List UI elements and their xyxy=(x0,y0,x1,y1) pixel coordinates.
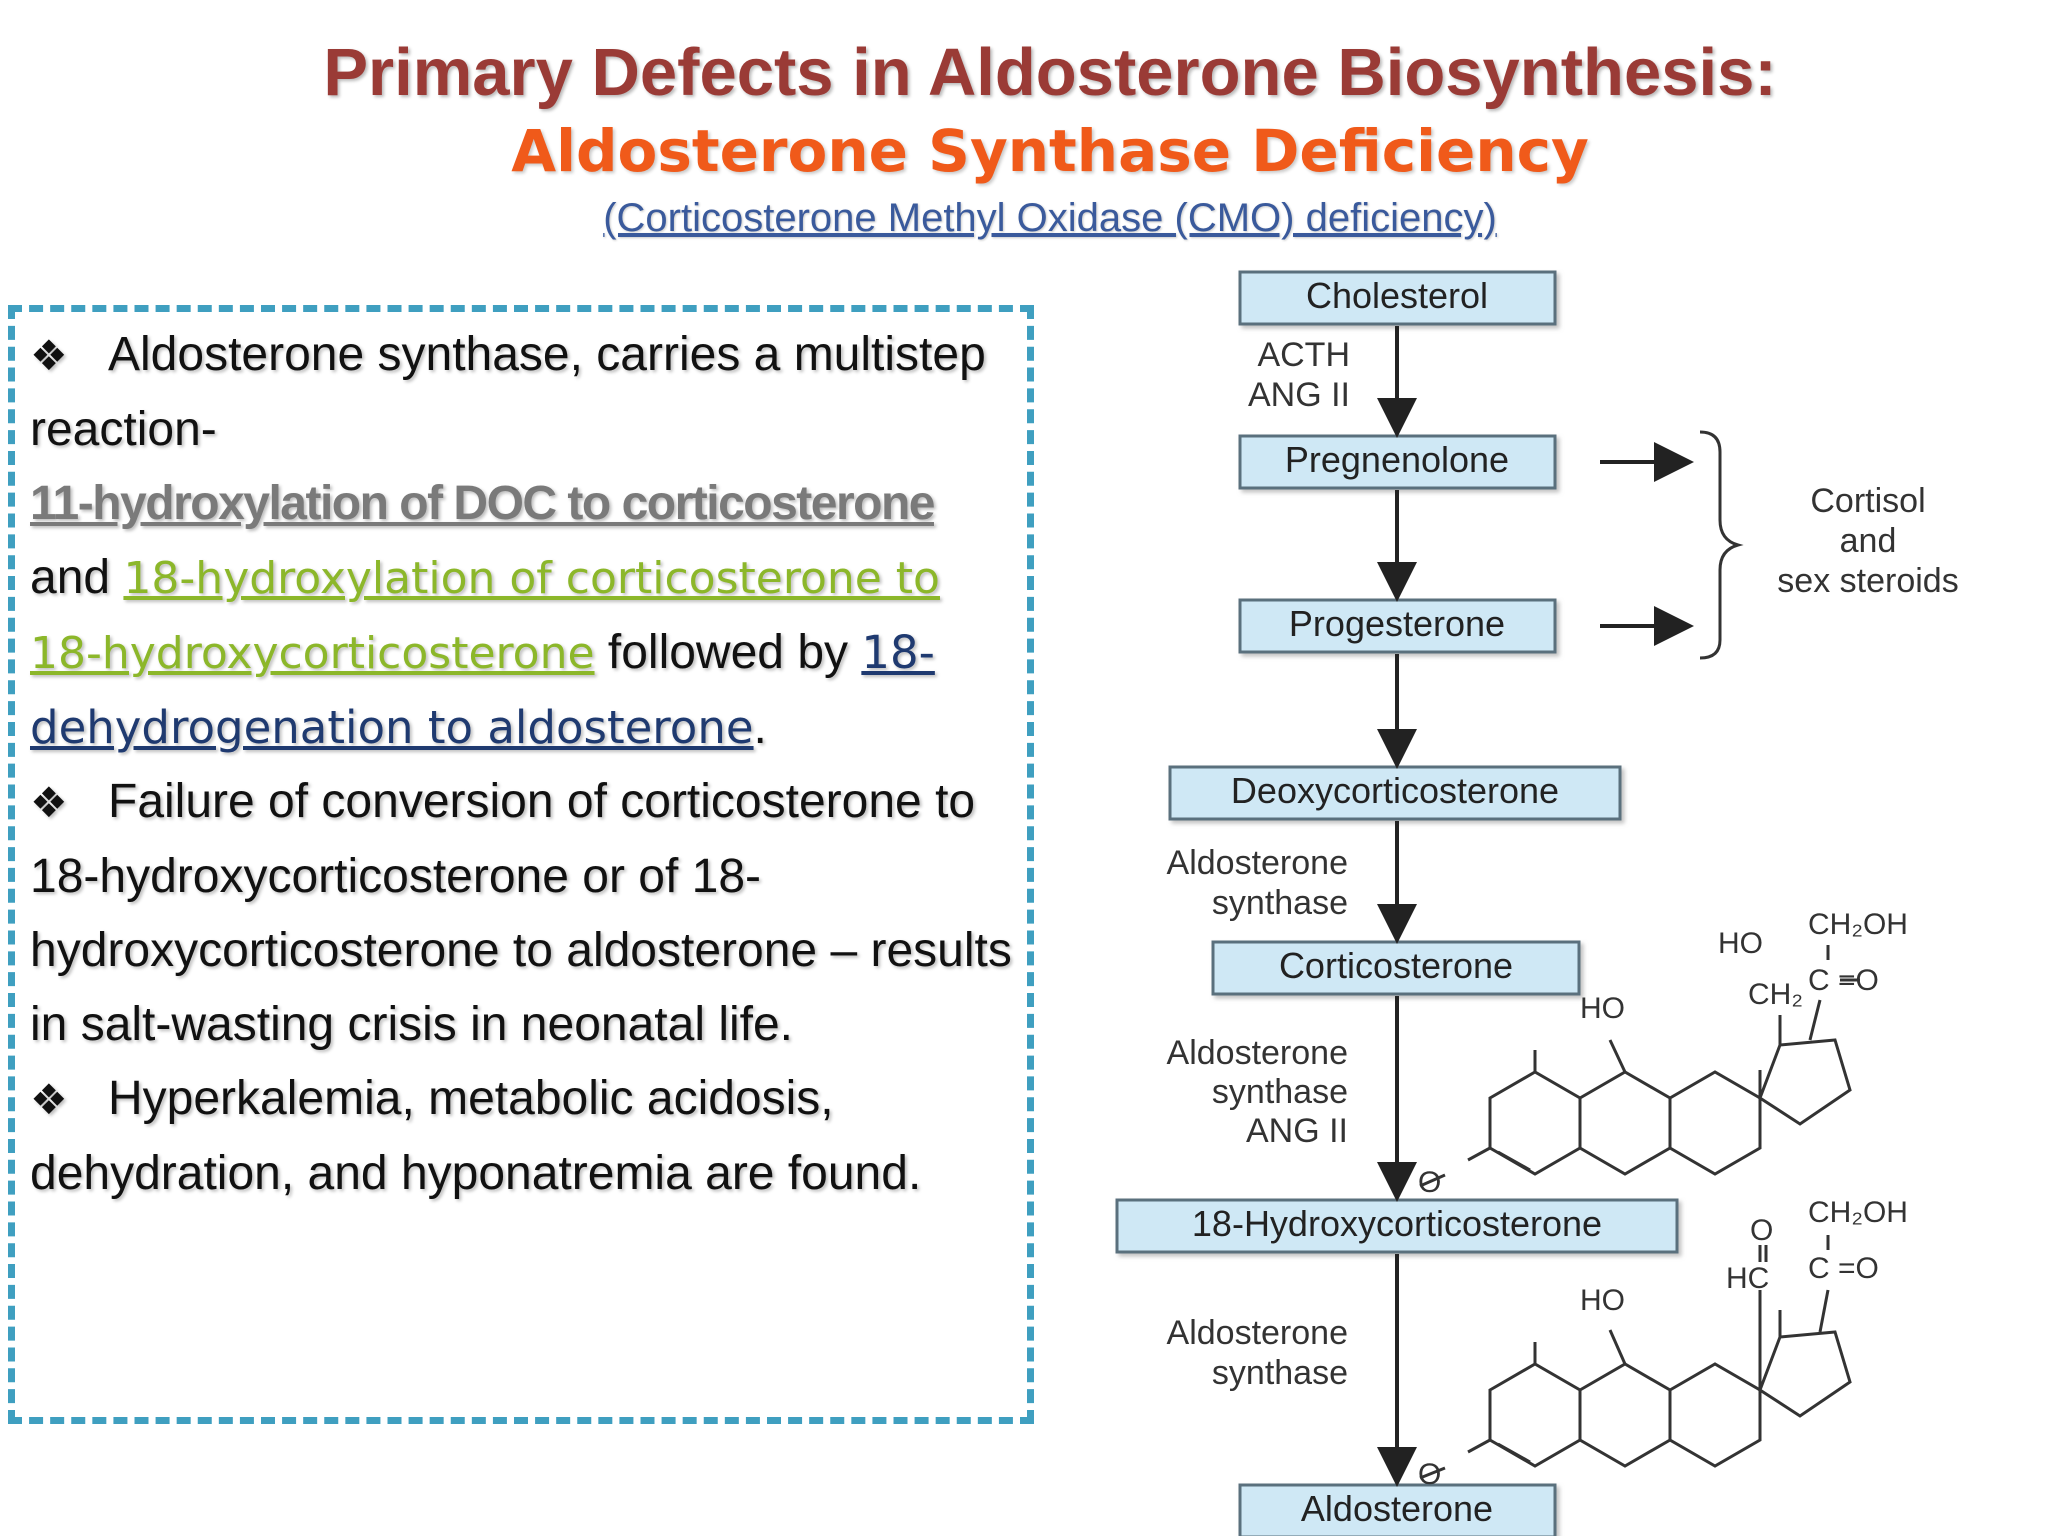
svg-text:synthase: synthase xyxy=(1212,1073,1348,1111)
paragraph-1: ❖Aldosterone synthase, carries a multist… xyxy=(30,318,1020,765)
svg-text:ACTH: ACTH xyxy=(1257,336,1350,374)
svg-text:CH₂OH: CH₂OH xyxy=(1808,908,1908,941)
svg-text:HC: HC xyxy=(1726,1262,1769,1295)
svg-text:synthase: synthase xyxy=(1212,1354,1348,1392)
text-box-content: ❖Aldosterone synthase, carries a multist… xyxy=(30,318,1020,1211)
svg-text:O: O xyxy=(1418,1458,1441,1491)
title-line-1: Primary Defects in Aldosterone Biosynthe… xyxy=(323,35,1777,110)
corticosterone-structure-icon xyxy=(1419,945,1860,1188)
svg-text:Aldosterone: Aldosterone xyxy=(1167,1034,1348,1072)
svg-text:HO: HO xyxy=(1718,927,1763,960)
box-18-hydroxycorticosterone: 18-Hydroxycorticosterone xyxy=(1115,1198,1679,1254)
svg-text:18-Hydroxycorticosterone: 18-Hydroxycorticosterone xyxy=(1192,1203,1602,1244)
svg-text:=O: =O xyxy=(1838,964,1879,997)
paragraph-3: ❖Hyperkalemia, metabolic acidosis, dehyd… xyxy=(30,1062,1020,1211)
link-18-dehydrogenation[interactable]: 18-dehydrogenation to aldosterone xyxy=(30,626,935,754)
box-progesterone: Progesterone xyxy=(1238,598,1557,654)
side-label: Cortisol and sex steroids xyxy=(1777,482,1958,600)
link-18-hydroxylation[interactable]: 18-hydroxylation of corticosterone to 18… xyxy=(30,553,940,679)
svg-text:HO: HO xyxy=(1580,992,1625,1025)
svg-text:C: C xyxy=(1808,964,1830,997)
aldosterone-labels: O CH₂OH HC C =O HO O xyxy=(1418,1196,1908,1491)
svg-text:Aldosterone: Aldosterone xyxy=(1167,1314,1348,1352)
svg-text:CH₂OH: CH₂OH xyxy=(1808,1196,1908,1229)
box-cholesterol: Cholesterol xyxy=(1238,270,1557,326)
svg-text:C: C xyxy=(1808,1252,1830,1285)
brace-icon xyxy=(1699,430,1744,660)
paragraph-2-text: Failure of conversion of corticosterone … xyxy=(30,775,1012,1051)
paragraph-1-followed: followed by xyxy=(607,626,849,679)
paragraph-1-and: and xyxy=(30,551,111,604)
svg-text:=O: =O xyxy=(1838,1252,1879,1285)
svg-text:sex steroids: sex steroids xyxy=(1777,562,1958,600)
svg-text:Corticosterone: Corticosterone xyxy=(1279,945,1513,986)
svg-text:synthase: synthase xyxy=(1212,884,1348,922)
bullet-diamond-icon: ❖ xyxy=(30,331,68,380)
link-11-hydroxylation[interactable]: 11-hydroxylation of DOC to corticosteron… xyxy=(30,477,935,530)
paragraph-3-text: Hyperkalemia, metabolic acidosis, dehydr… xyxy=(30,1072,922,1200)
paragraph-2: ❖Failure of conversion of corticosterone… xyxy=(30,765,1020,1062)
svg-text:Aldosterone: Aldosterone xyxy=(1301,1488,1493,1529)
svg-text:Pregnenolone: Pregnenolone xyxy=(1285,439,1509,480)
svg-text:and: and xyxy=(1840,522,1897,560)
aldosterone-pathway-diagram: Cholesterol Pregnenolone Progesterone De… xyxy=(1115,270,1959,1536)
svg-text:O: O xyxy=(1750,1214,1773,1247)
paragraph-1-end: . xyxy=(753,701,767,754)
bullet-diamond-icon: ❖ xyxy=(30,1075,68,1124)
svg-text:Deoxycorticosterone: Deoxycorticosterone xyxy=(1231,770,1559,811)
pathway-arrows xyxy=(1377,326,1694,1487)
svg-text:HO: HO xyxy=(1580,1284,1625,1317)
aldosterone-structure-icon xyxy=(1419,1235,1852,1480)
text-box-frame xyxy=(8,305,1034,1424)
svg-text:CH₂: CH₂ xyxy=(1748,978,1803,1011)
title-line-3: (Corticosterone Methyl Oxidase (CMO) def… xyxy=(603,196,1497,240)
svg-text:ANG II: ANG II xyxy=(1248,376,1350,414)
corticosterone-labels: HO CH₂OH C =O CH₂ HO O xyxy=(1418,908,1908,1199)
paragraph-1-intro: Aldosterone synthase, carries a multiste… xyxy=(30,328,986,456)
svg-text:Cortisol: Cortisol xyxy=(1810,482,1925,520)
step-labels: ACTH ANG II Aldosterone synthase Aldoste… xyxy=(1167,336,1350,1392)
svg-text:ANG II: ANG II xyxy=(1246,1112,1348,1150)
svg-text:Cholesterol: Cholesterol xyxy=(1306,275,1488,316)
svg-text:O: O xyxy=(1418,1166,1441,1199)
bullet-diamond-icon: ❖ xyxy=(30,778,68,827)
box-corticosterone: Corticosterone xyxy=(1211,940,1581,996)
svg-text:Progesterone: Progesterone xyxy=(1289,603,1505,644)
svg-text:Aldosterone: Aldosterone xyxy=(1167,844,1348,882)
box-aldosterone: Aldosterone xyxy=(1238,1483,1557,1536)
box-pregnenolone: Pregnenolone xyxy=(1238,434,1557,490)
box-deoxycorticosterone: Deoxycorticosterone xyxy=(1168,765,1622,821)
title-line-2: Aldosterone Synthase Deficiency xyxy=(511,117,1589,185)
